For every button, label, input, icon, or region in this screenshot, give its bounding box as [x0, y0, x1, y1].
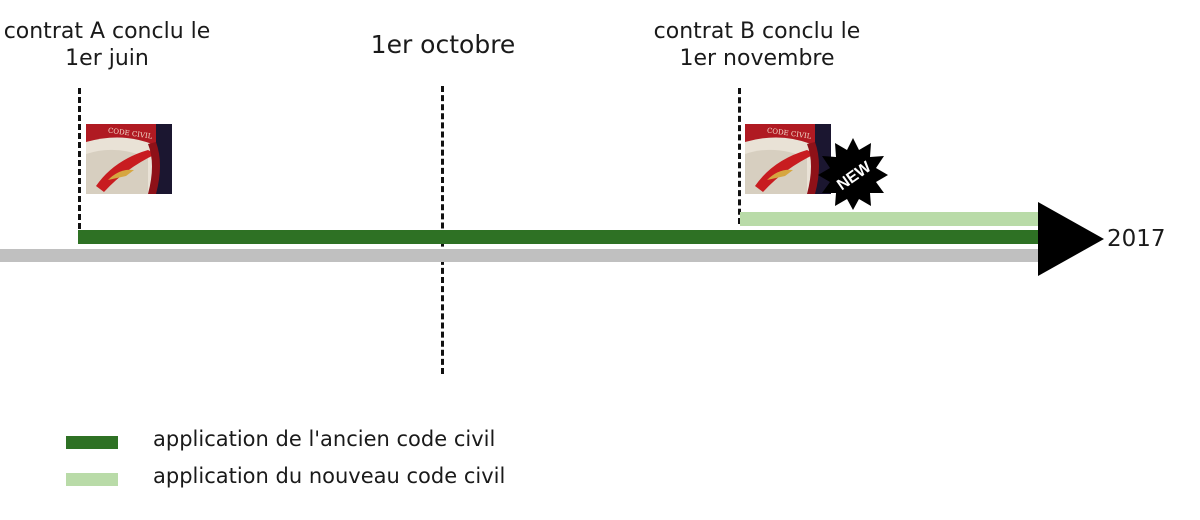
legend-label-old-code: application de l'ancien code civil: [153, 427, 496, 451]
marker-label-contract-b-line2: 1er novembre: [679, 46, 835, 71]
code-civil-book-icon: CODE CIVIL: [745, 124, 831, 194]
marker-label-contract-b-line1: contrat B conclu le: [653, 19, 861, 44]
marker-label-contract-a-line1: contrat A conclu le: [3, 19, 211, 44]
marker-label-october-line1: 1er octobre: [370, 30, 516, 59]
bar-new-code: [740, 212, 1040, 226]
legend-swatch-new-code: [66, 473, 118, 486]
arrow-head-icon: [1038, 202, 1104, 276]
marker-label-contract-a: contrat A conclu le 1er juin: [0, 18, 214, 72]
axis-end-label: 2017: [1107, 226, 1166, 252]
code-civil-book-icon: CODE CIVIL: [86, 124, 172, 194]
marker-line-contract-a: [78, 88, 81, 238]
marker-label-contract-a-line2: 1er juin: [65, 46, 149, 71]
legend-swatch-old-code: [66, 436, 118, 449]
new-starburst-icon: NEW: [818, 138, 888, 210]
marker-label-october: 1er octobre: [343, 30, 543, 60]
marker-line-contract-b: [738, 88, 741, 224]
legend-label-new-code: application du nouveau code civil: [153, 464, 506, 488]
bar-old-code: [78, 230, 1040, 244]
marker-label-contract-b: contrat B conclu le 1er novembre: [642, 18, 872, 72]
timeline-axis: [0, 249, 1040, 262]
